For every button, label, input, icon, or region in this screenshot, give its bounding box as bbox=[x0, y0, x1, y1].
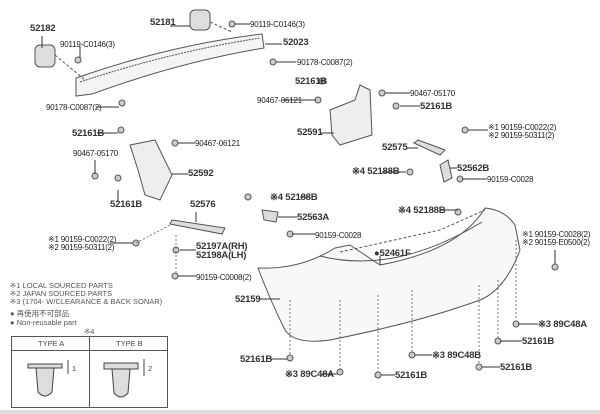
label-52592: 52592 bbox=[188, 168, 214, 179]
label-52161b: 52161B bbox=[110, 199, 143, 210]
clip-table-divider bbox=[89, 337, 90, 407]
label-52182: 52182 bbox=[30, 23, 56, 34]
label-52197a-rh: 52197A(RH) bbox=[196, 241, 248, 252]
bracket-52576 bbox=[169, 219, 226, 235]
retainer-52592 bbox=[129, 139, 173, 201]
label-90159-50311: ※2 90159-50311(2) bbox=[488, 131, 555, 140]
clip-table-note: ※4 bbox=[84, 327, 95, 336]
legend-sonar: ※3 (1704- W/CLEARANCE & BACK SONAR) bbox=[10, 297, 163, 306]
label-90178-c0087-right: 90178-C0087(2) bbox=[297, 58, 353, 67]
label-52188b: ※4 52188B bbox=[398, 205, 446, 216]
label-90178-c0087-left: 90178-C0087(2) bbox=[46, 103, 102, 112]
label-52461f: ●52461F bbox=[374, 248, 411, 259]
label-90467-05170: 90467-05170 bbox=[410, 89, 455, 98]
label-52591: 52591 bbox=[297, 127, 323, 138]
label-90467-06121: 90467-06121 bbox=[195, 139, 240, 148]
label-52562b: 52562B bbox=[457, 163, 490, 174]
clip-type-table: TYPE A TYPE B 1 2 bbox=[11, 336, 168, 408]
legend-japan-sourced: ※2 JAPAN SOURCED PARTS bbox=[10, 289, 113, 298]
label-52188b: ※4 52188B bbox=[270, 192, 318, 203]
label-89c48a: ※3 89C48A bbox=[285, 369, 334, 380]
label-90159-c0028: 90159-C0028 bbox=[315, 231, 362, 240]
label-52159: 52159 bbox=[235, 294, 261, 305]
label-52161b: 52161B bbox=[420, 101, 453, 112]
label-90159-e0500: ※2 90159-E0500(2) bbox=[522, 238, 590, 247]
legend-local-sourced: ※1 LOCAL SOURCED PARTS bbox=[10, 281, 113, 290]
type-b-header: TYPE B bbox=[116, 339, 143, 348]
label-52161b: 52161B bbox=[240, 354, 273, 365]
label-90159-c0022: ※1 90159-C0022(2) bbox=[48, 235, 117, 244]
bracket-52563a bbox=[261, 209, 279, 223]
type-a-dimension: 1 bbox=[72, 364, 77, 373]
label-52188b: ※4 52188B bbox=[352, 166, 400, 177]
label-90119-c0146-left: 90119-C0146(3) bbox=[60, 40, 115, 49]
label-90159-c0008: 90159-C0008(2) bbox=[196, 273, 252, 282]
label-52023: 52023 bbox=[283, 37, 309, 48]
label-90159-c0022: ※1 90159-C0022(2) bbox=[488, 123, 557, 132]
type-b-dimension: 2 bbox=[148, 364, 153, 373]
label-90159-c0028-2: ※1 90159-C0028(2) bbox=[522, 230, 591, 239]
type-a-header: TYPE A bbox=[38, 339, 65, 348]
label-52198a-lh: 52198A(LH) bbox=[196, 250, 247, 261]
bracket-52182 bbox=[34, 44, 56, 68]
bumper-reinforcement bbox=[75, 33, 265, 97]
label-90467-06121: 90467-06121 bbox=[257, 96, 302, 105]
label-52161b: 52161B bbox=[72, 128, 105, 139]
label-52161b: 52161B bbox=[500, 362, 533, 373]
bracket-52181 bbox=[189, 9, 211, 31]
bracket-52575 bbox=[413, 139, 446, 156]
label-52575: 52575 bbox=[382, 142, 408, 153]
label-90159-50311: ※2 90159-50311(2) bbox=[48, 243, 115, 252]
label-52161b: 52161B bbox=[522, 336, 555, 347]
bottom-border bbox=[0, 410, 600, 414]
label-89c48b: ※3 89C48B bbox=[432, 350, 481, 361]
bracket-52562b bbox=[439, 159, 453, 183]
label-52181: 52181 bbox=[150, 17, 176, 28]
legend-non-reusable-en: ● Non-reusable part bbox=[10, 318, 77, 327]
retainer-52591 bbox=[329, 84, 373, 146]
label-52161b: 52161B bbox=[295, 76, 328, 87]
bumper-cover-52159 bbox=[257, 207, 521, 342]
label-52563a: 52563A bbox=[297, 212, 330, 223]
label-90159-c0028: 90159-C0028 bbox=[487, 175, 534, 184]
label-90467-05170: 90467-05170 bbox=[73, 149, 118, 158]
label-52161b: 52161B bbox=[395, 370, 428, 381]
label-89c48a: ※3 89C48A bbox=[538, 319, 587, 330]
label-90119-c0146-right: 90119-C0146(3) bbox=[250, 20, 305, 29]
legend-non-reusable-jp: ● 再使用不可部品 bbox=[10, 309, 70, 318]
label-52576: 52576 bbox=[190, 199, 216, 210]
